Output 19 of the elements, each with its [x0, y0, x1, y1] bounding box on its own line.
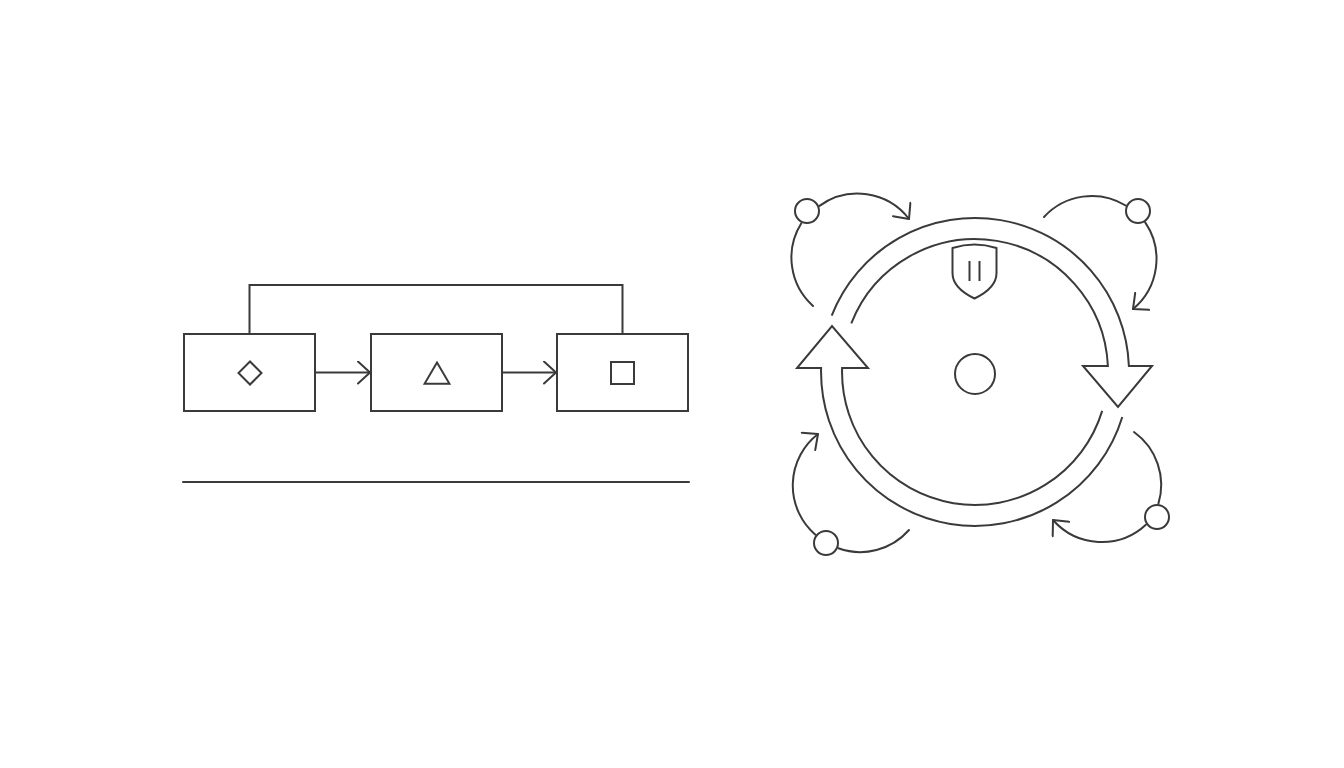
circle-node	[794, 198, 820, 224]
arrow	[502, 360, 557, 385]
curved-line	[1043, 195, 1127, 218]
circle-node	[954, 353, 996, 395]
connector-line	[248, 284, 624, 334]
process-box	[370, 333, 503, 412]
curved-line	[1133, 431, 1163, 505]
curved-line	[790, 222, 814, 307]
arrow	[315, 360, 371, 385]
process-box	[183, 333, 316, 412]
curved-line	[837, 529, 910, 554]
circle-node	[1144, 504, 1170, 530]
curved-arrow	[818, 192, 911, 220]
curved-arrow	[791, 432, 819, 536]
curved-arrow	[1132, 221, 1158, 310]
curved-arrow	[1052, 519, 1147, 543]
circle-node	[813, 530, 839, 556]
process-box	[556, 333, 689, 412]
circle-node	[1125, 198, 1151, 224]
